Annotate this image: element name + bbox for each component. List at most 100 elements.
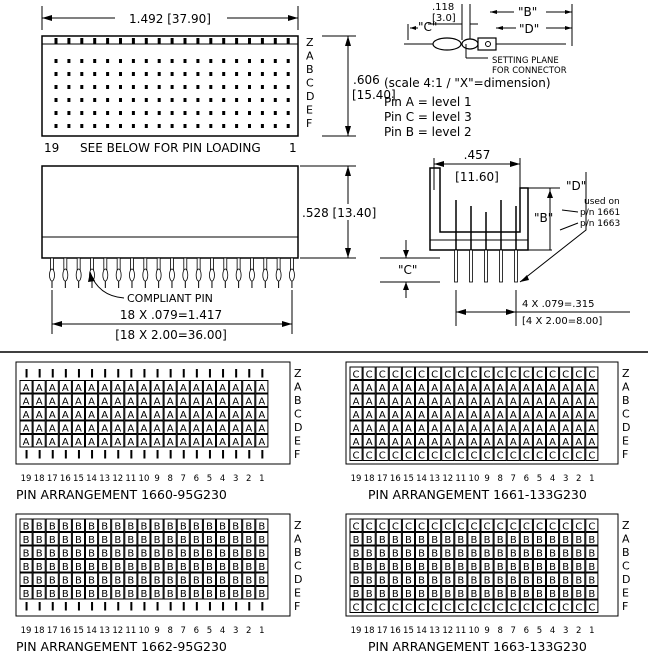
pin-cell-letter: C [457, 522, 464, 533]
level-c: Pin C = level 3 [384, 110, 472, 124]
pin-cell-letter: A [75, 424, 82, 435]
pin-cell-letter: B [75, 589, 82, 600]
grid-row-letter: D [294, 421, 302, 434]
empty-position-slot [25, 450, 28, 459]
pin-cell [467, 532, 481, 546]
pin-cell [493, 407, 507, 421]
side-pin-shank [276, 257, 281, 271]
grid-column-number: 16 [390, 474, 401, 484]
pin-cell [428, 393, 442, 407]
pin-cell-letter: A [444, 410, 451, 421]
pin-cell [349, 447, 363, 461]
grid-column-number: 14 [416, 626, 427, 636]
pin-cell [176, 434, 190, 448]
pin-cell [454, 393, 468, 407]
pin-cell-letter: C [562, 451, 569, 462]
pin-cell-letter: B [258, 589, 265, 600]
pin-cell [572, 518, 586, 532]
top-pin-hole [170, 98, 174, 102]
pin-cell-letter: A [232, 383, 239, 394]
pin-cell-letter: A [49, 410, 56, 421]
pin-cell-letter: B [167, 576, 174, 587]
pin-cell-letter: A [536, 383, 543, 394]
pin-cell [519, 420, 533, 434]
pin-cell [375, 586, 389, 600]
grid-column-number: 14 [86, 474, 97, 484]
pin-cell [216, 434, 230, 448]
pin-cell [32, 434, 46, 448]
pin-cell [546, 434, 560, 448]
pin-cell-letter: B [206, 562, 213, 573]
grid-row-letter: B [294, 546, 302, 559]
pin-cell-letter: A [418, 424, 425, 435]
pin-cell [441, 572, 455, 586]
empty-position-slot [182, 602, 185, 611]
pin-cell [401, 420, 415, 434]
pin-cell-letter: A [497, 383, 504, 394]
pin-cell [401, 393, 415, 407]
top-pin-hole [248, 59, 251, 63]
pin-cell-letter: A [418, 383, 425, 394]
pin-cell-letter: B [23, 522, 30, 533]
top-pin-hole [93, 72, 97, 76]
top-pin-hole [260, 59, 264, 63]
pin-cell [428, 532, 442, 546]
pin-cell-letter: B [392, 535, 399, 546]
pin-cell-letter: C [497, 370, 504, 381]
pin-cell [401, 532, 415, 546]
top-slot [106, 38, 110, 44]
pin-cell [415, 518, 429, 532]
pin-cell-letter: A [258, 397, 265, 408]
pin-cell [242, 532, 256, 546]
pin-cell [480, 572, 494, 586]
top-slot [54, 38, 58, 44]
pin-cell-letter: A [562, 437, 569, 448]
pin-cell-letter: B [88, 589, 95, 600]
pin-cell-letter: C [510, 522, 517, 533]
pin-cell [506, 532, 520, 546]
pin-cell-letter: C [444, 522, 451, 533]
pin-cell [559, 366, 573, 380]
end-pin-lower [514, 249, 518, 283]
top-pin-hole [273, 59, 277, 63]
detail-dim-mm: [3.0] [432, 13, 456, 24]
pin-cell [242, 434, 256, 448]
top-slot [286, 38, 290, 44]
pin-cell-letter: B [232, 576, 239, 587]
pin-cell [441, 380, 455, 394]
pin-cell-letter: C [523, 522, 530, 533]
pin-cell-letter: B [245, 562, 252, 573]
pin-cell [85, 420, 99, 434]
grid-column-number: 13 [99, 474, 110, 484]
pin-cell-letter: B [219, 522, 226, 533]
top-pin-hole [222, 124, 226, 128]
pin-cell [137, 380, 151, 394]
pin-cell [428, 572, 442, 586]
pin-cell [375, 545, 389, 559]
pin-cell-letter: B [154, 549, 161, 560]
pin-cell [111, 380, 125, 394]
pin-cell-letter: A [114, 383, 121, 394]
grid-column-number: 4 [220, 626, 225, 636]
side-pin-shank [250, 257, 254, 271]
top-pin-hole [106, 59, 110, 63]
grid-column-number: 4 [220, 474, 225, 484]
pin-cell-letter: C [379, 370, 386, 381]
pin-cell-letter: B [353, 549, 360, 560]
pin-cell [229, 532, 243, 546]
pin-cell [532, 447, 547, 461]
pin-cell [137, 532, 151, 546]
pin-cell [85, 434, 99, 448]
pin-cell-letter: B [431, 535, 438, 546]
pin-cell-letter: A [167, 424, 174, 435]
pin-cell-letter: A [575, 397, 582, 408]
pin-cell [428, 518, 442, 532]
pin-cell [202, 559, 216, 573]
pin-cell-letter: B [23, 576, 30, 587]
pin-cell [572, 366, 586, 380]
grid-column-number: 18 [34, 626, 45, 636]
side-pin-eye [249, 268, 255, 282]
top-pin-hole [144, 111, 148, 115]
pin-cell [163, 434, 177, 448]
grid-column-number: 5 [207, 626, 212, 636]
